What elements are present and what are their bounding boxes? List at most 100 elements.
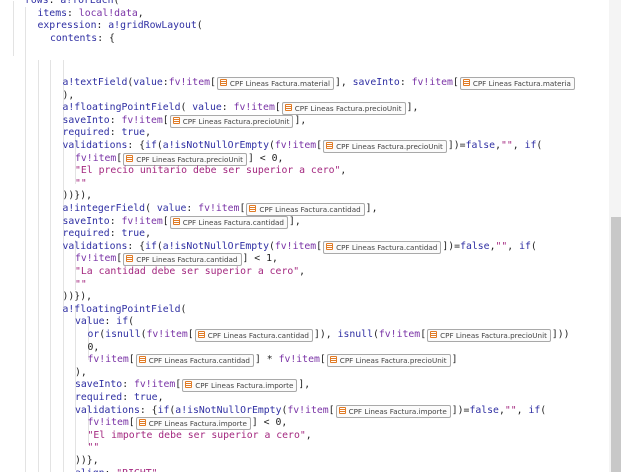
record-field-reference[interactable]: CPF Lineas Factura.material	[216, 77, 334, 90]
code-token: ],	[334, 77, 353, 88]
code-token: if	[145, 140, 157, 151]
code-token: ,	[305, 429, 312, 441]
code-token: true	[121, 228, 146, 240]
code-token: : {	[127, 240, 146, 252]
code-line: fv!item[CPF Lineas Factura.cantidad] * f…	[88, 354, 458, 368]
code-token: [	[128, 417, 135, 429]
code-token: ,	[145, 127, 151, 139]
code-token: (	[156, 140, 163, 151]
code-token: ,	[498, 404, 505, 416]
code-token: a!floatingPointField	[62, 102, 181, 114]
record-field-reference[interactable]: CPF Lineas Factura.cantidad	[169, 215, 288, 229]
code-token: value	[133, 77, 163, 88]
record-field-label: CPF Lineas Factura.importe	[195, 381, 294, 391]
code-token: ] < 0,	[248, 152, 284, 164]
code-token: ))}),	[62, 291, 93, 303]
code-line: fv!item[CPF Lineas Factura.cantidad] < 1…	[75, 253, 278, 267]
code-token: false	[465, 140, 496, 151]
code-token: (	[372, 329, 379, 340]
record-type-icon	[219, 79, 227, 86]
record-field-reference[interactable]: CPF Lineas Factura.cantidad	[194, 329, 313, 342]
code-token: [	[328, 404, 335, 416]
record-type-icon	[462, 79, 470, 86]
record-type-icon	[126, 255, 134, 263]
record-type-icon	[329, 356, 337, 364]
code-token: [	[316, 140, 323, 151]
code-token: saveInto	[75, 379, 123, 391]
code-token: :	[48, 0, 61, 6]
code-token: : {	[127, 140, 146, 151]
code-token: ),	[75, 366, 87, 378]
record-type-icon	[185, 381, 193, 389]
record-field-reference[interactable]: CPF Lineas Factura.precioUnit	[281, 102, 406, 116]
code-token: "La cantidad debe ser superior a cero"	[75, 266, 300, 277]
code-token: "RIGHT"	[116, 468, 157, 472]
record-field-reference[interactable]: CPF Lineas Factura.precioUnit	[123, 152, 247, 166]
code-token: [	[128, 354, 135, 366]
code-line: rows: a!forEach(	[25, 0, 119, 7]
code-token: contents	[50, 32, 98, 44]
code-line: ))}),	[63, 291, 93, 303]
code-token: [	[116, 152, 123, 164]
code-token: ])=	[451, 404, 470, 416]
code-token: : {	[139, 404, 158, 416]
code-token: :	[162, 77, 169, 88]
code-token: ,	[299, 266, 306, 277]
record-field-reference[interactable]: CPF Lineas Factura.precioUnit	[326, 354, 451, 368]
code-token: ]))	[551, 329, 570, 340]
vertical-scrollbar-thumb[interactable]	[611, 217, 621, 472]
code-token: ,	[489, 240, 496, 252]
code-token: false	[469, 404, 499, 416]
code-token: "El precio unitario debe ser superior a …	[75, 165, 341, 177]
code-line: or(isnull(fv!item[CPF Lineas Factura.can…	[88, 329, 570, 342]
code-token: fv!item	[278, 354, 320, 366]
record-field-reference[interactable]: CPF Lineas Factura.precioUnit	[169, 114, 294, 128]
code-token: :	[399, 77, 412, 88]
code-token: validations	[75, 404, 140, 416]
code-token: ))}),	[62, 190, 93, 202]
code-line: align: "RIGHT"	[75, 468, 158, 472]
record-field-reference[interactable]: CPF Lineas Factura.precioUnit	[323, 140, 447, 153]
code-token: ,	[516, 404, 529, 416]
code-token: [	[319, 354, 326, 366]
record-field-reference[interactable]: CPF Lineas Factura.importe	[335, 404, 451, 418]
record-type-icon	[138, 419, 146, 427]
record-field-label: CPF Lineas Factura.cantidad	[136, 255, 238, 265]
code-token: fv!item	[378, 329, 421, 340]
code-token: if	[145, 240, 157, 252]
code-line: a!integerField( value: fv!item[CPF Linea…	[63, 203, 377, 216]
code-token: [	[162, 215, 169, 227]
code-token: required	[62, 228, 110, 240]
record-field-reference[interactable]: CPF Lineas Factura.importe	[135, 417, 251, 431]
code-token: (	[540, 404, 547, 416]
record-field-reference[interactable]: CPF Lineas Factura.cantidad	[135, 354, 254, 368]
record-type-icon	[197, 331, 205, 338]
record-field-reference[interactable]: CPF Lineas Factura.precioUnit	[427, 329, 551, 342]
record-field-label: CPF Lineas Factura.cantidad	[182, 217, 284, 227]
code-token: [	[175, 379, 182, 391]
code-token: fv!item	[75, 152, 117, 164]
record-field-reference[interactable]: CPF Lineas Factura.cantidad	[323, 240, 442, 254]
code-token: (	[268, 240, 275, 252]
code-token: a!gridRowLayout	[108, 20, 197, 32]
code-token: ""	[504, 404, 517, 416]
record-field-reference[interactable]: CPF Lineas Factura.cantidad	[123, 253, 242, 267]
code-token: ],	[406, 102, 419, 114]
code-token: if	[528, 404, 541, 416]
record-type-icon	[430, 331, 438, 338]
record-field-reference[interactable]: CPF Lineas Factura.cantidad	[246, 203, 365, 216]
code-line: required: true,	[75, 392, 163, 404]
record-field-label: CPF Lineas Factura.cantidad	[336, 242, 438, 252]
code-token: a!textField	[62, 77, 128, 88]
code-line: validations: {if(a!isNotNullOrEmpty(fv!i…	[75, 404, 547, 418]
record-field-reference[interactable]: CPF Lineas Factura.materia	[459, 77, 575, 90]
code-token: fv!item	[87, 417, 129, 429]
code-token: :	[122, 379, 134, 391]
record-field-reference[interactable]: CPF Lineas Factura.importe	[182, 379, 298, 393]
code-token: (	[140, 329, 147, 340]
code-token: value	[75, 316, 105, 328]
code-token: (	[530, 240, 537, 252]
code-token: a!isNotNullOrEmpty	[175, 404, 282, 416]
code-token: [	[210, 77, 216, 88]
